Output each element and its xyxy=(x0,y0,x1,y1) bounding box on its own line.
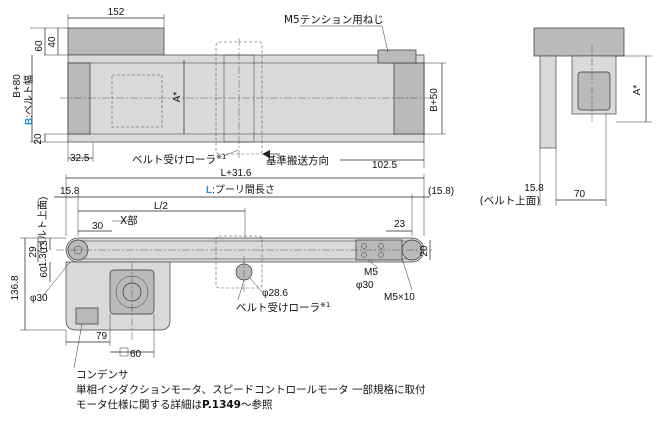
dim-b-plus-80: B+80 xyxy=(12,74,23,98)
dim-b-plus-50: B+50 xyxy=(429,88,440,112)
dim-60-front: 60 xyxy=(39,266,50,278)
dim-40-top: 40 xyxy=(47,36,58,48)
detail-note: モータ仕様に関する詳細はP.1349～参照 xyxy=(76,398,273,411)
motor-note: 単相インダクションモータ、スピードコントロールモータ 一部規格に取付 xyxy=(76,383,426,396)
side-frame-left xyxy=(539,55,557,149)
dim-1-3-belt-top: 1.3(ベルト上面) xyxy=(37,197,49,268)
top-view: 152 60 40 B+80 B:ベルト幅 20 A* B+50 M5テンション… xyxy=(12,7,446,171)
dim-b-belt-width: B:ベルト幅 xyxy=(22,75,35,125)
dim-70: 70 xyxy=(574,189,586,200)
x-part-label: X部 xyxy=(120,214,138,227)
top-motor-block xyxy=(67,27,165,56)
condenser-box xyxy=(75,307,99,325)
dim-152: 152 xyxy=(108,7,125,18)
dim-sq60: 60 xyxy=(130,349,142,360)
side-gear-cover xyxy=(577,71,611,111)
top-right-pulley xyxy=(393,62,425,135)
dim-60-top: 60 xyxy=(34,40,45,52)
side-motor-block xyxy=(533,27,625,57)
dim-15-8-side: 15.8 xyxy=(524,183,544,194)
top-frame xyxy=(67,54,425,143)
reference-direction-label: 基準搬送方向 xyxy=(266,154,329,167)
top-belt-roller-label: ベルト受けローラ※1 xyxy=(132,153,226,166)
dim-15-8-right: (15.8) xyxy=(428,186,454,197)
condenser-note: コンデンサ xyxy=(76,368,129,381)
dim-phi30-left: φ30 xyxy=(30,293,48,304)
top-left-pulley xyxy=(67,62,91,135)
notes: コンデンサ 単相インダクションモータ、スピードコントロールモータ 一部規格に取付… xyxy=(73,323,426,411)
dim-l-pulley-length: L:プーリ間長さ xyxy=(206,184,275,196)
m5-label: M5 xyxy=(364,267,378,278)
dim-30-x: 30 xyxy=(92,221,104,232)
front-roller-hidden xyxy=(215,235,263,289)
dim-102-5: 102.5 xyxy=(372,160,397,171)
dim-a-star-top: A* xyxy=(172,92,183,103)
dim-20-top: 20 xyxy=(33,133,44,145)
reference-direction-arrow xyxy=(262,150,270,158)
dim-15-8-left: 15.8 xyxy=(60,186,80,197)
dim-32-5: 32.5 xyxy=(70,153,90,164)
dim-20-front: 20 xyxy=(419,245,430,257)
dim-136-8: 136.8 xyxy=(10,275,21,300)
dim-13: 13 xyxy=(39,240,50,252)
dim-79: 79 xyxy=(96,331,108,342)
dim-23: 23 xyxy=(394,219,406,230)
dim-a-star-side: A* xyxy=(632,85,643,96)
dim-phi30-right: φ30 xyxy=(356,280,374,291)
dim-29: 29 xyxy=(28,246,39,258)
m5x10-label: M5×10 xyxy=(384,292,415,303)
dim-phi28-6: φ28.6 xyxy=(262,288,288,299)
top-tension-block xyxy=(377,49,417,64)
top-motor-hidden xyxy=(111,74,163,128)
front-view: L+31.6 15.8 L:プーリ間長さ (15.8) L/2 30 X部 23… xyxy=(10,168,454,360)
m5-tension-bolt-label: M5テンション用ねじ xyxy=(284,14,384,26)
side-view: A* 15.8 (ベルト上面) 70 xyxy=(480,27,652,207)
side-belt-top-label: (ベルト上面) xyxy=(480,195,541,207)
dim-l-half: L/2 xyxy=(154,201,168,212)
dim-l-plus-31-6: L+31.6 xyxy=(221,168,252,179)
front-belt-roller-label: ベルト受けローラ※1 xyxy=(236,301,330,314)
